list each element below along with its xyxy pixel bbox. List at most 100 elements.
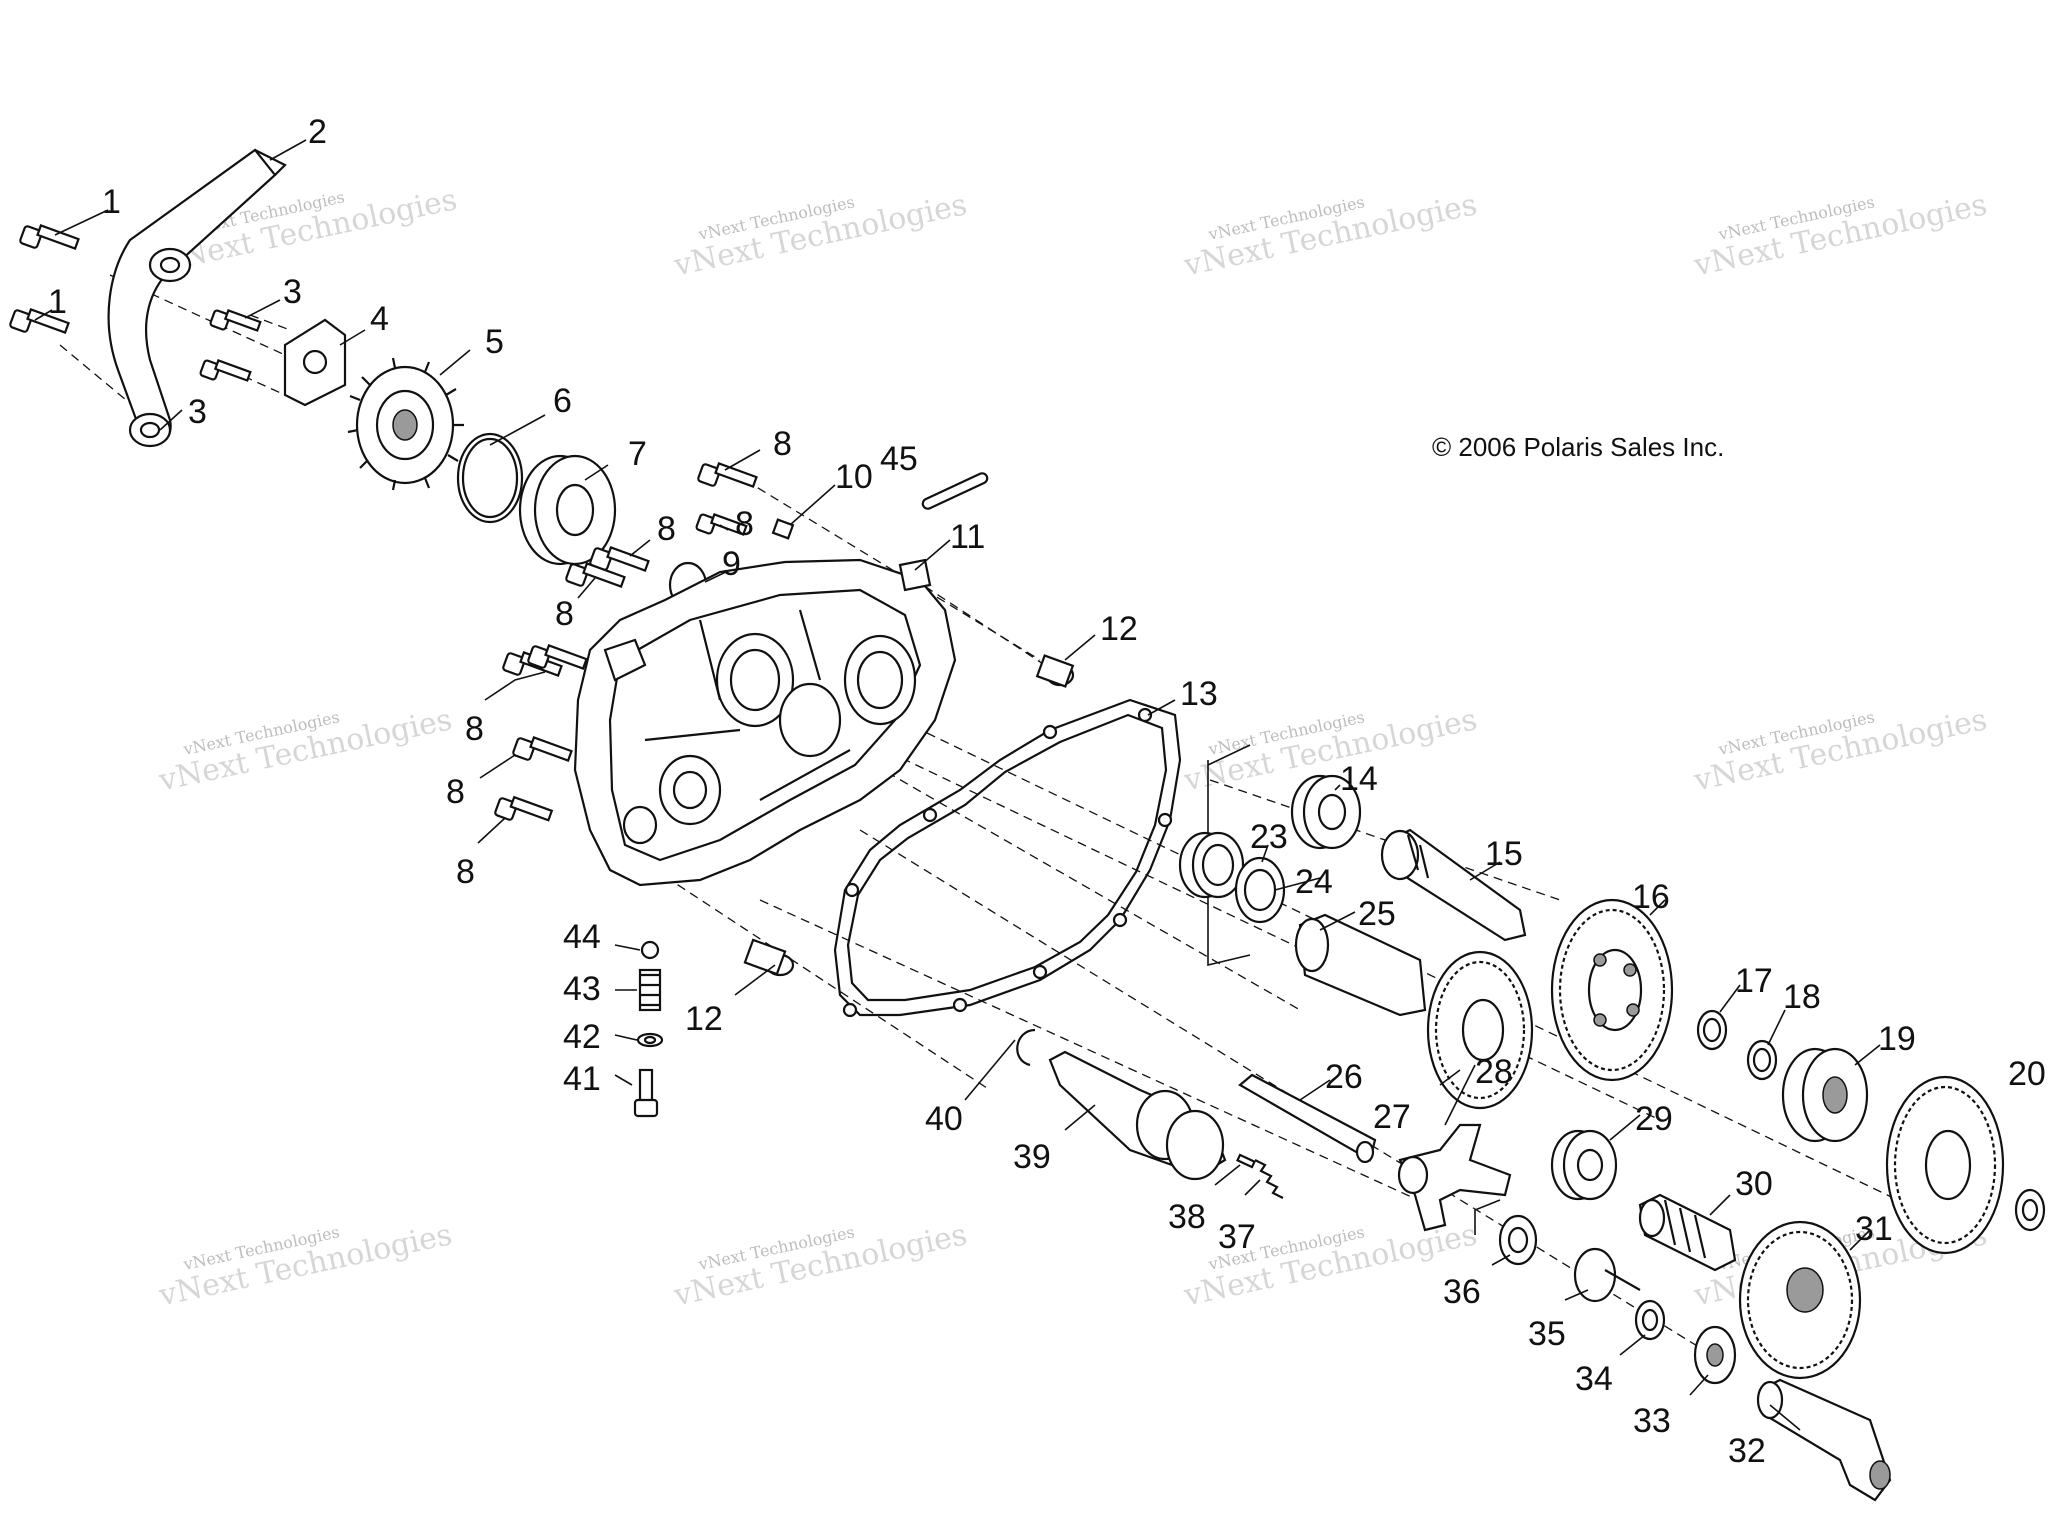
- callout-9: 9: [722, 545, 741, 583]
- leader-line: [1767, 1009, 1786, 1046]
- leader-line: [577, 577, 596, 599]
- leader-line: [1334, 784, 1341, 791]
- leader-line: [614, 944, 641, 951]
- drive-shaft-part-32: [1756, 1378, 1892, 1502]
- callout-29: 29: [1635, 1100, 1673, 1138]
- callout-43: 43: [563, 970, 601, 1008]
- leader-line: [1719, 984, 1741, 1013]
- assembly-line: [229, 369, 286, 396]
- leader-line: [479, 754, 516, 779]
- leader-line: [1469, 861, 1501, 881]
- leader-line: [1299, 1079, 1331, 1101]
- callout-32: 32: [1728, 1432, 1766, 1470]
- leader-line: [34, 309, 53, 321]
- washer-part-17: [1696, 1009, 1728, 1051]
- leader-line: [477, 817, 506, 844]
- gear-part-16: [1550, 898, 1674, 1082]
- callout-37: 37: [1218, 1218, 1256, 1256]
- callout-8: 8: [657, 510, 676, 548]
- leader-line: [1261, 844, 1269, 863]
- leader-line: [1214, 1164, 1241, 1186]
- bolt-part-8b: [695, 513, 748, 536]
- callout-8: 8: [446, 773, 465, 811]
- callout-1: 1: [102, 183, 121, 221]
- callout-28: 28: [1475, 1053, 1513, 1091]
- callout-23: 23: [1250, 818, 1288, 856]
- leader-line: [1769, 1404, 1801, 1431]
- gear-part-31: [1738, 1220, 1862, 1380]
- watermark: vNext Technologies vNext Technologies: [670, 1217, 970, 1313]
- callout-8: 8: [773, 425, 792, 463]
- bolt-part-8g: [494, 795, 554, 822]
- watermark: vNext Technologies vNext Technologies: [155, 1217, 455, 1313]
- assembly-line: [639, 859, 991, 1091]
- leader-line: [1274, 877, 1321, 891]
- watermark: vNext Technologies vNext Technologies: [670, 187, 970, 283]
- leader-line: [1244, 1179, 1261, 1196]
- snap-ring-part-6: [456, 432, 524, 524]
- callout-18: 18: [1783, 978, 1821, 1016]
- clip-part-40: [1016, 1028, 1036, 1067]
- callout-33: 33: [1633, 1402, 1671, 1440]
- callout-8: 8: [555, 595, 574, 633]
- leader-line: [614, 1034, 638, 1041]
- callout-8: 8: [456, 853, 475, 891]
- callout-15: 15: [1485, 835, 1523, 873]
- callout-16: 16: [1632, 878, 1670, 916]
- drive-sprocket-part-5: [347, 357, 464, 491]
- spring-part-43: [638, 968, 662, 1012]
- leader-line: [964, 1039, 1016, 1101]
- assembly-bracket: [1474, 1199, 1501, 1235]
- callout-2: 2: [308, 113, 327, 151]
- bolt-part-8c: [589, 546, 650, 572]
- seal-part-36: [1498, 1214, 1538, 1266]
- leader-line: [1689, 1374, 1709, 1396]
- callout-41: 41: [563, 1060, 601, 1098]
- callout-3: 3: [188, 393, 207, 431]
- callout-5: 5: [485, 323, 504, 361]
- leader-line: [339, 329, 366, 346]
- detent-part-38: [1236, 1153, 1256, 1169]
- watermark: vNext Technologies vNext Technologies: [1690, 187, 1990, 283]
- washer-part-20b: [2014, 1188, 2046, 1232]
- leader-line: [724, 449, 761, 471]
- gasket-part-13: [833, 698, 1182, 1018]
- pin-part-45: [921, 472, 989, 510]
- leader-line: [484, 671, 546, 701]
- callout-3: 3: [283, 273, 302, 311]
- oil-seal-part-7: [518, 454, 617, 566]
- leader-line: [244, 299, 281, 319]
- callout-1: 1: [48, 283, 67, 321]
- callout-7: 7: [628, 435, 647, 473]
- callout-12: 12: [685, 1000, 723, 1038]
- callout-10: 10: [835, 458, 873, 496]
- watermark: vNext Technologies vNext Technologies: [155, 702, 455, 798]
- bolt-part-8d: [565, 562, 626, 588]
- leader-line: [614, 1074, 633, 1086]
- bolt-part-8f: [512, 736, 573, 762]
- leader-line: [1319, 911, 1356, 931]
- callout-8: 8: [465, 710, 484, 748]
- leader-line: [1564, 1289, 1589, 1301]
- callout-25: 25: [1358, 895, 1396, 933]
- assembly-line: [249, 314, 291, 331]
- callout-24: 24: [1295, 863, 1333, 901]
- drain-bolt-part-41: [633, 1068, 659, 1118]
- callout-4: 4: [370, 300, 389, 338]
- case-cover-part-11: [573, 558, 957, 887]
- retainer-plate-part-4: [283, 318, 347, 407]
- washer-part-34: [1634, 1299, 1666, 1341]
- bolt-part-8e: [502, 644, 588, 677]
- copyright-notice: © 2006 Polaris Sales Inc.: [1432, 432, 1725, 462]
- leader-lines: [34, 139, 1881, 1431]
- sprocket-guard-part-2: [107, 148, 287, 448]
- shift-shaft-part-35: [1573, 1247, 1641, 1303]
- callout-27: 27: [1373, 1098, 1411, 1136]
- leader-line: [489, 414, 546, 446]
- callout-26: 26: [1325, 1058, 1363, 1096]
- leader-line: [1849, 1229, 1871, 1251]
- output-shaft-part-15: [1380, 828, 1527, 942]
- bearing-part-29: [1550, 1129, 1618, 1201]
- bearing-part-14: [1290, 774, 1362, 850]
